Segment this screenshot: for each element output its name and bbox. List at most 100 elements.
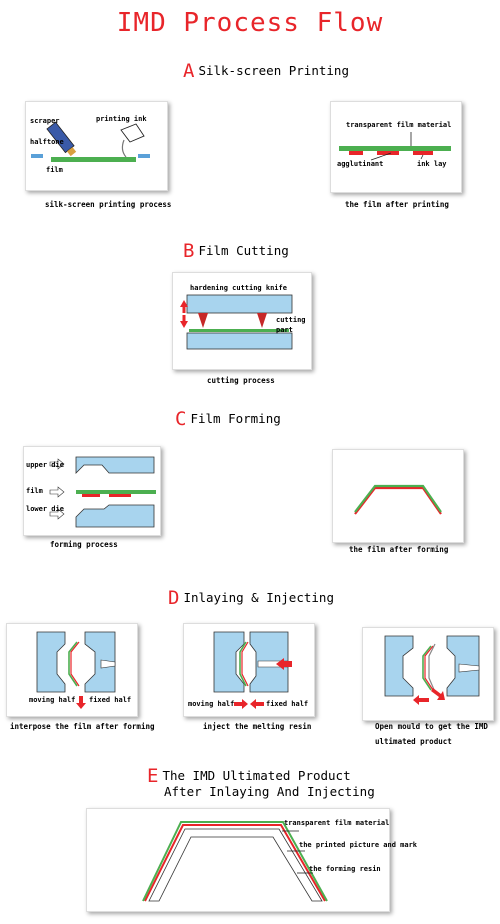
moving-half-mold <box>213 631 245 693</box>
label-halftone: halftone <box>30 138 64 146</box>
ink-layer <box>241 641 249 687</box>
panel-d2-inject: moving half fixed half <box>183 623 315 717</box>
film-strip <box>189 329 289 332</box>
film-strip <box>76 490 156 494</box>
section-name: Silk-screen Printing <box>198 63 349 78</box>
arrow-up-icon <box>180 300 188 307</box>
moving-half-mold <box>36 631 66 693</box>
ink-block <box>413 151 433 155</box>
label-film: film <box>46 166 63 174</box>
caption-d1: interpose the film after forming <box>10 722 155 731</box>
panel-d3-open-mould <box>362 627 494 721</box>
panel-b1-cutting: hardening cutting knife cutting part <box>172 272 312 370</box>
caption-a1: silk-screen printing process <box>45 200 172 209</box>
arrow-down-icon <box>180 321 188 328</box>
ink-block <box>377 151 399 155</box>
caption-d3-line1: Open mould to get the IMD <box>375 722 488 731</box>
arrow-right-icon <box>49 486 65 498</box>
caption-c2: the film after forming <box>349 545 449 554</box>
label-printed-picture: the printed picture and mark <box>299 841 418 849</box>
arrow-right-icon <box>49 458 65 470</box>
arrow-left-icon <box>276 658 292 670</box>
panel-c2-film-after-forming <box>332 449 464 543</box>
label-printing-ink: printing ink <box>96 115 147 123</box>
formed-film-illustration <box>354 484 442 515</box>
film-strip <box>339 146 451 151</box>
film-after-printing-illustration <box>339 132 451 161</box>
label-forming-resin: the forming resin <box>309 865 381 873</box>
halftone-left <box>31 154 43 158</box>
label-ink-lay: ink lay <box>417 160 447 168</box>
section-name: Film Cutting <box>198 243 289 258</box>
panel-a2-film-after-printing: transparent film material agglutinant in… <box>330 101 462 193</box>
section-letter: A <box>183 60 195 82</box>
panel-d1-interpose: moving half fixed half <box>6 623 138 717</box>
formed-film <box>239 641 247 687</box>
caption-d2: inject the melting resin <box>203 722 312 731</box>
label-fixed-half: fixed half <box>89 696 132 704</box>
arrow-left-icon <box>413 695 429 705</box>
arrow-right-icon <box>49 508 65 520</box>
upper-die <box>186 294 293 314</box>
fixed-half-mold <box>84 631 116 693</box>
section-name-line1: The IMD Ultimated Product <box>162 768 351 783</box>
ink-pour-icon <box>121 139 127 158</box>
lower-die <box>75 504 155 528</box>
label-film: film <box>26 487 43 495</box>
scraper-icon <box>46 121 77 157</box>
page-title: IMD Process Flow <box>116 8 384 38</box>
final-product-illustration <box>142 821 328 902</box>
knife-left <box>198 313 208 328</box>
ink-layer <box>354 486 442 515</box>
label-cutting-part: cutting part <box>276 316 306 334</box>
transparent-film <box>142 821 328 902</box>
label-transparent-film: transparent film material <box>284 819 390 827</box>
arrow-diagonal-icon <box>431 688 445 700</box>
section-name: Film Forming <box>190 411 281 426</box>
caption-d3-line2: ultimated product <box>375 737 452 746</box>
leader-line <box>420 154 424 160</box>
panel-a1-silk-screen: scraper printing ink halftone film <box>25 101 168 191</box>
caption-c1: forming process <box>50 540 118 549</box>
ink-block <box>349 151 363 155</box>
caption-b1: cutting process <box>207 376 275 385</box>
panel-c1-forming: upper die film lower die <box>23 446 161 536</box>
label-transparent-film: transparent film material <box>346 121 452 129</box>
formed-film <box>354 484 442 513</box>
section-letter: C <box>175 408 187 430</box>
section-name: Inlaying & Injecting <box>183 590 334 605</box>
ink-layer <box>424 645 434 691</box>
product <box>428 643 436 693</box>
section-letter: E <box>147 765 159 787</box>
section-letter: D <box>168 587 180 609</box>
knife-right <box>257 313 267 328</box>
label-scraper: scraper <box>30 117 60 125</box>
label-moving-half: moving half <box>29 696 76 704</box>
label-agglutinant: agglutinant <box>337 160 384 168</box>
leader-line <box>370 152 392 161</box>
label-upper-die: upper die <box>26 461 64 469</box>
interpose-illustration <box>36 631 116 709</box>
injection-nozzle <box>100 659 116 669</box>
label-cutting-knife: hardening cutting knife <box>190 284 287 292</box>
section-name-line2: After Inlaying And Injecting <box>164 784 375 799</box>
ink-layer <box>70 641 80 687</box>
formed-film <box>68 641 78 687</box>
ink-block <box>109 494 131 497</box>
arrow-right-icon <box>234 699 248 709</box>
silk-screen-illustration <box>31 121 150 162</box>
label-moving-half: moving half <box>188 700 235 708</box>
forming-illustration <box>49 456 156 528</box>
moving-half-mold <box>384 635 414 697</box>
inject-illustration <box>213 631 292 709</box>
lower-die <box>186 332 293 350</box>
label-lower-die: lower die <box>26 505 64 513</box>
forming-resin <box>148 828 323 902</box>
ink-bucket-icon <box>120 123 145 143</box>
label-fixed-half: fixed half <box>266 700 309 708</box>
